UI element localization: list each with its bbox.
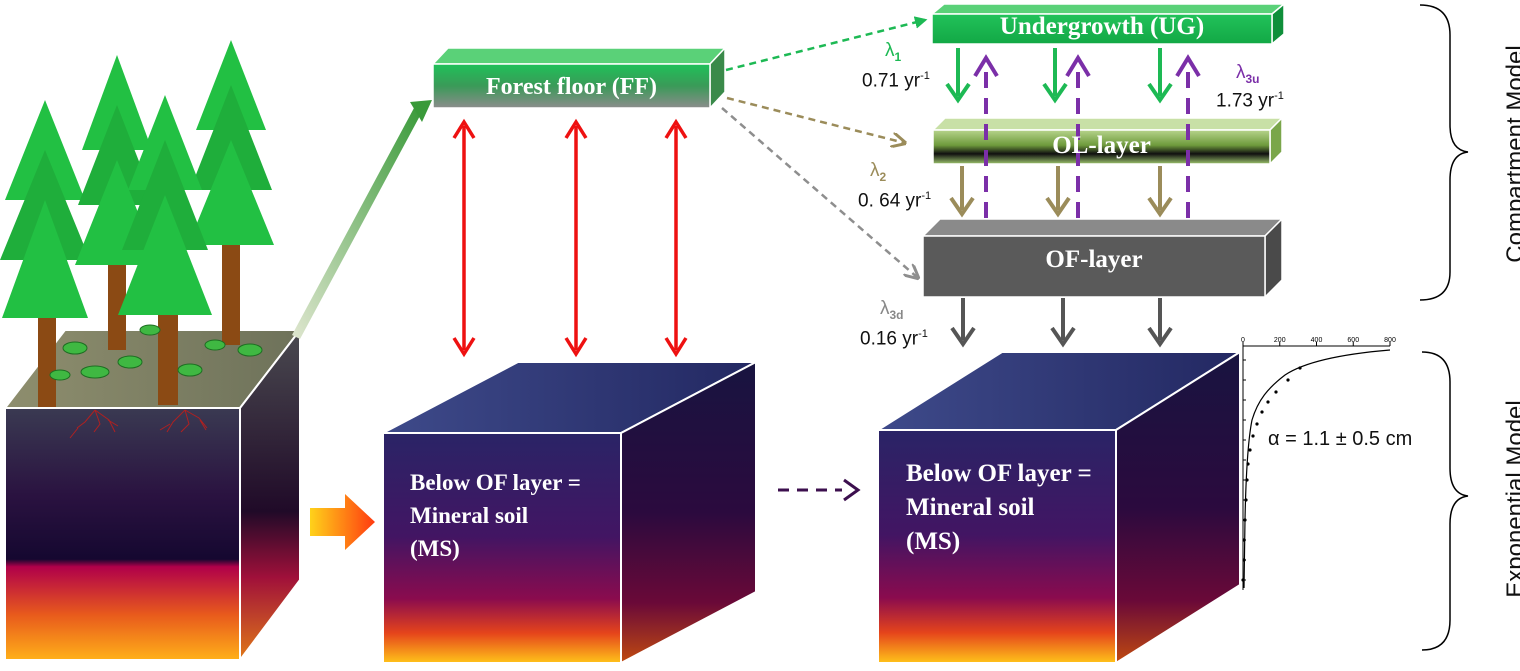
inset-data-point [1248, 448, 1252, 452]
undergrowth-label: Undergrowth (UG) [999, 13, 1205, 40]
red-exchange-arrows [452, 118, 688, 358]
lambda2-symbol: λ2 [870, 160, 887, 184]
ff-to-ug-arrow [725, 16, 928, 72]
inset-data-point [1241, 578, 1245, 582]
to-forest-floor-arrow [292, 108, 422, 339]
lambda3d-value: 0.16 yr-1 [860, 328, 928, 350]
lambda1-symbol: λ1 [885, 40, 902, 64]
ms-line-1: Below OF layer = [410, 470, 581, 495]
inset-data-point [1246, 462, 1250, 466]
ol-layer-box [931, 116, 1284, 166]
ol-layer-label: OL-layer [1052, 132, 1151, 159]
inset-data-point [1251, 434, 1255, 438]
lambda3u-arrows [973, 54, 1201, 218]
inset-data-point [1260, 410, 1264, 414]
mineral-soil-text-right: Below OF layer = Mineral soil (MS) [906, 457, 1092, 559]
lambda2-arrows [949, 166, 1173, 218]
forest-floor-box [431, 46, 727, 110]
ms-line-1: Below OF layer = [906, 460, 1092, 487]
orange-right-arrow [310, 494, 375, 550]
ms-line-2: Mineral soil [906, 494, 1035, 521]
forest-floor-label: Forest floor (FF) [485, 74, 658, 100]
inset-data-point [1298, 366, 1302, 370]
ff-to-ol-arrow [726, 96, 905, 143]
lambda3d-arrows [950, 298, 1173, 348]
lambda3d-symbol: λ3d [880, 298, 904, 322]
inset-data-point [1242, 538, 1246, 542]
roots-icon [69, 409, 208, 439]
inset-x-tick-label: 600 [1347, 337, 1360, 344]
lambda1-value: 0.71 yr-1 [862, 70, 930, 92]
forest-soil-cube [2, 327, 303, 663]
inset-data-point [1244, 498, 1248, 502]
inset-data-point [1242, 558, 1246, 562]
lambda1-arrows [945, 48, 1173, 104]
inset-x-tick-label: 800 [1384, 337, 1396, 344]
undergrowth-box [929, 2, 1287, 46]
mineral-soil-cube-right [874, 350, 1244, 665]
inset-data-point [1255, 422, 1259, 426]
mineral-soil-text-left: Below OF layer = Mineral soil (MS) [410, 466, 581, 565]
inset-data-point [1243, 518, 1247, 522]
ff-to-of-arrow [721, 107, 918, 278]
lambda2-value: 0. 64 yr-1 [858, 190, 932, 212]
exponential-brace [1421, 351, 1469, 651]
mineral-soil-cube-left [382, 360, 757, 665]
compartment-model-label: Compartment Model [1502, 45, 1520, 263]
inset-data-point [1245, 478, 1249, 482]
ms-line-3: (MS) [410, 536, 460, 561]
ms-line-2: Mineral soil [410, 503, 529, 528]
exponential-model-label: Exponential Model [1502, 400, 1520, 598]
compartment-brace [1419, 4, 1469, 301]
of-layer-box [921, 217, 1284, 299]
inset-x-tick-label: 0 [1241, 337, 1245, 344]
lambda3u-symbol: λ3u [1236, 62, 1260, 86]
alpha-label: α = 1.1 ± 0.5 cm [1268, 428, 1413, 450]
inset-data-point [1266, 400, 1270, 404]
inset-x-tick-label: 200 [1273, 337, 1286, 344]
of-layer-label: OF-layer [1045, 246, 1143, 273]
inset-x-tick-label: 400 [1310, 337, 1323, 344]
trees-icon [0, 40, 274, 407]
ms-line-3: (MS) [906, 528, 961, 555]
depth-profile-inset [1241, 342, 1391, 590]
inset-data-point [1274, 390, 1278, 394]
lambda3u-value: 1.73 yr-1 [1216, 90, 1284, 112]
inset-data-point [1286, 378, 1290, 382]
